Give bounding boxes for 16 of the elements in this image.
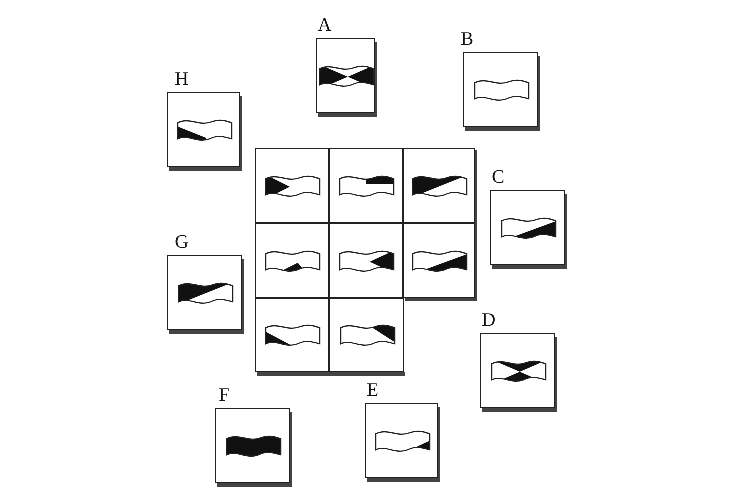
option-letter: G <box>175 233 189 252</box>
option-letter: B <box>461 30 474 49</box>
option-letter: C <box>492 168 505 187</box>
matrix-tile <box>329 298 404 372</box>
option-letter: D <box>482 311 496 330</box>
option-letter: F <box>219 386 230 405</box>
matrix-tile <box>255 298 329 372</box>
matrix-tile <box>255 148 329 223</box>
option-letter: A <box>318 16 332 35</box>
matrix-tile <box>403 148 475 223</box>
matrix-tile <box>255 223 329 298</box>
option-letter: E <box>367 381 379 400</box>
matrix-tile <box>329 223 403 298</box>
matrix-tile <box>329 148 403 223</box>
option-letter: H <box>175 70 189 89</box>
matrix-tile <box>403 223 475 298</box>
